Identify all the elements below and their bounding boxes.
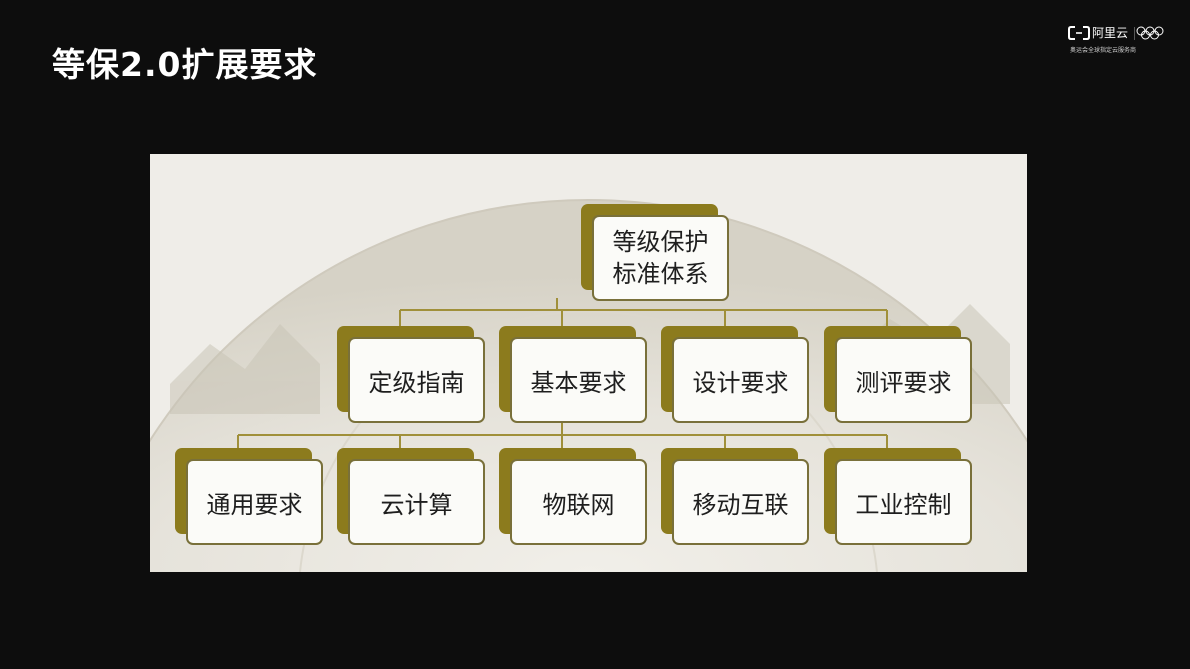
level2-node: 基本要求	[510, 337, 647, 423]
level3-node-label: 移动互联	[692, 490, 789, 519]
root-node-line1: 等级保护	[612, 228, 709, 256]
org-chart-panel: 等级保护 标准体系 定级指南 基本要求 设计要求 测评要求 通用要求 云计算 物…	[150, 154, 1027, 572]
level3-node-label: 工业控制	[855, 490, 952, 519]
olympic-rings-icon	[1134, 26, 1164, 40]
aliyun-bracket-icon	[1068, 26, 1090, 40]
level2-node: 测评要求	[835, 337, 972, 423]
logo-text: 阿里云	[1092, 26, 1129, 40]
level3-node-label: 云计算	[380, 490, 453, 519]
level2-node-label: 设计要求	[692, 368, 789, 397]
connector-lines	[237, 298, 888, 458]
level3-node: 物联网	[510, 459, 647, 545]
level2-node: 定级指南	[348, 337, 485, 423]
level3-node-label: 通用要求	[206, 490, 303, 519]
level3-node: 云计算	[348, 459, 485, 545]
level2-node-label: 基本要求	[530, 368, 627, 397]
logo-subtitle: 奥运会全球指定云服务商	[1070, 47, 1137, 54]
level2-node-label: 定级指南	[368, 368, 465, 397]
slide-title: 等保2.0扩展要求	[52, 45, 318, 84]
level2-node-label: 测评要求	[855, 368, 952, 397]
level3-node: 移动互联	[672, 459, 809, 545]
aliyun-logo: 阿里云 奥运会全球指定云服务商	[1068, 26, 1168, 58]
level3-node: 工业控制	[835, 459, 972, 545]
level2-node: 设计要求	[672, 337, 809, 423]
level3-node-label: 物联网	[542, 490, 615, 519]
root-node-line2: 标准体系	[612, 260, 709, 288]
level3-node: 通用要求	[186, 459, 323, 545]
root-node: 等级保护 标准体系	[592, 215, 729, 301]
